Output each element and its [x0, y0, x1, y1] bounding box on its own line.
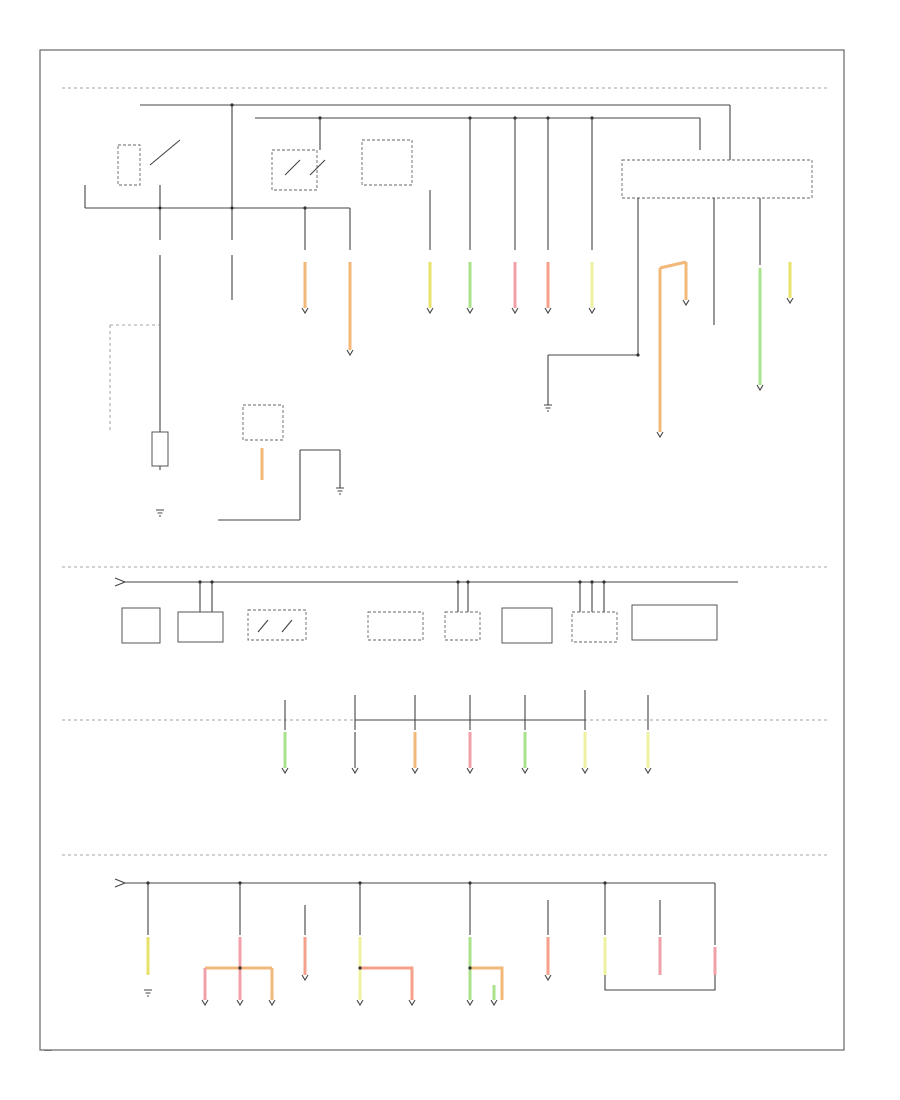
relay-box-1 [117, 144, 141, 186]
component-box-1 [121, 607, 161, 644]
component-box-7 [631, 604, 718, 641]
switch-box-1 [247, 609, 307, 641]
relay-box-2 [271, 149, 318, 191]
section-middle [62, 566, 828, 775]
component-box-2 [177, 611, 224, 643]
connector-block-left [151, 431, 169, 467]
section-bottom [62, 854, 828, 1007]
component-box-6 [571, 611, 618, 643]
section-top [62, 87, 828, 521]
component-box-5 [501, 607, 553, 644]
fuse-block-right [621, 159, 813, 199]
wire-orange-9 [470, 966, 504, 1000]
component-box-4 [444, 611, 481, 641]
module-box-center [242, 404, 284, 441]
footer-mark: —— [44, 1048, 52, 1053]
wire-salmon-3 [360, 966, 414, 1000]
wire-orange-4 [659, 260, 687, 270]
diagram-frame [39, 49, 845, 1051]
relay-box-3 [361, 139, 413, 186]
component-box-3 [367, 611, 424, 641]
